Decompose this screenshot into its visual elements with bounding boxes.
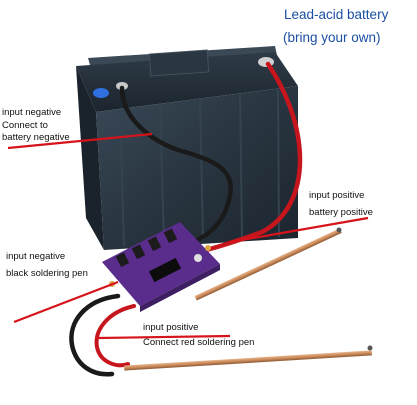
label-pen-negative: input negative black soldering pen: [6, 248, 88, 282]
negative-wire: [119, 85, 233, 249]
control-button: [194, 254, 202, 262]
label-pen-positive: input positive Connect red soldering pen: [143, 320, 254, 350]
label-text: black soldering pen: [6, 268, 88, 279]
label-text: input positive: [143, 322, 199, 333]
red-pen-cable: [94, 304, 136, 368]
soldering-pen-bottom: [124, 345, 373, 371]
callout-line-battery-negative: [7, 132, 153, 150]
callout-line-pen-negative: [13, 280, 119, 324]
negative-terminal-cap: [93, 88, 109, 98]
welder-board: [102, 222, 220, 312]
black-pen-cable: [69, 293, 121, 377]
title-line1: Lead-acid battery: [284, 7, 389, 22]
label-text: Connect to: [2, 119, 48, 131]
label-text: input positive: [309, 190, 365, 201]
callout-line-battery-positive: [229, 216, 369, 244]
label-text: input negative: [6, 251, 66, 262]
battery: [76, 46, 298, 250]
label-text: battery negative: [2, 132, 70, 143]
led-display: [148, 257, 182, 283]
label-text: input negative: [2, 107, 62, 118]
title-line2: (bring your own): [283, 30, 381, 45]
label-text: battery positive: [309, 207, 373, 218]
label-battery-negative: input negative Connect to battery negati…: [2, 107, 70, 145]
callout-line-pen-positive: [97, 334, 231, 340]
soldering-pen-right: [194, 227, 342, 301]
label-battery-positive: input positive battery positive: [309, 187, 373, 221]
label-text: Connect red soldering pen: [143, 337, 255, 348]
